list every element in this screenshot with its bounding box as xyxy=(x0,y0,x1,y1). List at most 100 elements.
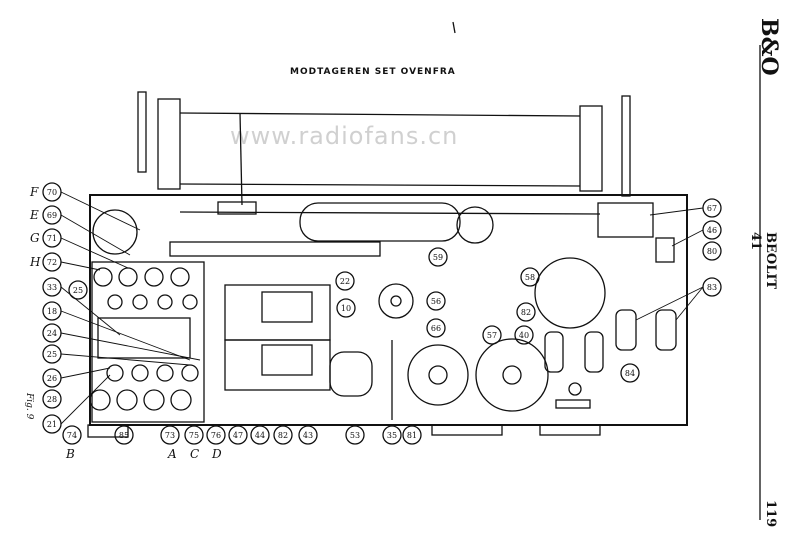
callout-82a: 82 xyxy=(273,425,293,445)
coil-row-second xyxy=(107,294,198,310)
svg-text:84: 84 xyxy=(625,369,635,378)
callout-82b: 82 xyxy=(516,302,536,322)
disc-57 xyxy=(475,338,549,412)
svg-text:53: 53 xyxy=(350,431,360,440)
coil-row-bottom xyxy=(89,389,192,411)
svg-text:24: 24 xyxy=(47,329,57,338)
label-C: C xyxy=(190,447,199,461)
transformer-core-lower xyxy=(261,344,313,376)
svg-text:25: 25 xyxy=(73,286,83,295)
svg-text:67: 67 xyxy=(707,204,717,213)
callout-35: 35 xyxy=(382,425,402,445)
svg-text:18: 18 xyxy=(47,307,57,316)
svg-text:81: 81 xyxy=(407,431,417,440)
callout-75: 75 xyxy=(184,425,204,445)
right-rod-housing xyxy=(579,105,603,192)
svg-text:58: 58 xyxy=(525,273,535,282)
antenna-lead xyxy=(239,112,243,206)
callout-59: 59 xyxy=(428,247,448,267)
svg-text:44: 44 xyxy=(255,431,265,440)
svg-text:35: 35 xyxy=(387,431,397,440)
callout-24: 24 xyxy=(42,323,62,343)
dial-cord xyxy=(179,211,601,215)
svg-text:56: 56 xyxy=(431,297,441,306)
page-title: MODTAGEREN SET OVENFRA xyxy=(290,67,456,77)
lug-84 xyxy=(584,331,604,373)
svg-text:72: 72 xyxy=(47,258,57,267)
svg-text:75: 75 xyxy=(189,431,199,440)
transformer-core-upper xyxy=(261,291,313,323)
watermark: www.radiofans.cn xyxy=(230,122,459,150)
bracket-67 xyxy=(597,202,654,238)
right-pulley xyxy=(456,206,494,244)
svg-text:82: 82 xyxy=(278,431,288,440)
bottom-strip-right xyxy=(539,424,601,436)
control-knob-56-hub xyxy=(390,295,402,307)
jack-80 xyxy=(655,237,675,263)
callout-71: 71 xyxy=(42,228,62,248)
svg-text:33: 33 xyxy=(47,283,57,292)
control-knob-56 xyxy=(378,283,414,319)
label-G: G xyxy=(30,231,40,245)
lug-82 xyxy=(544,331,564,373)
callout-43: 43 xyxy=(298,425,318,445)
tuning-drum xyxy=(299,202,461,242)
left-rod xyxy=(137,91,147,173)
callout-33: 33 xyxy=(42,277,62,297)
callout-40: 40 xyxy=(514,325,534,345)
tick-mark xyxy=(452,21,456,34)
svg-text:69: 69 xyxy=(47,211,57,220)
callout-47: 47 xyxy=(228,425,248,445)
svg-text:73: 73 xyxy=(165,431,175,440)
svg-text:59: 59 xyxy=(433,253,443,262)
coil-row-top xyxy=(93,267,190,287)
callout-66: 66 xyxy=(426,318,446,338)
left-pulley xyxy=(92,209,138,255)
svg-text:46: 46 xyxy=(707,226,717,235)
disc-66-hub xyxy=(428,365,448,385)
callout-44: 44 xyxy=(250,425,270,445)
gang-plates xyxy=(169,241,381,257)
callout-21: 21 xyxy=(42,414,62,434)
callout-57: 57 xyxy=(482,325,502,345)
lug-83a xyxy=(615,309,637,351)
svg-text:83: 83 xyxy=(707,283,717,292)
callout-70: 70 xyxy=(42,182,62,202)
label-B: B xyxy=(65,447,75,461)
svg-text:26: 26 xyxy=(47,374,57,383)
callout-25a: 25 xyxy=(68,280,88,300)
terminal-strip xyxy=(555,399,591,409)
svg-text:28: 28 xyxy=(47,395,57,404)
label-H: H xyxy=(29,255,41,269)
svg-text:22: 22 xyxy=(340,277,350,286)
label-E: E xyxy=(29,208,39,222)
svg-text:82: 82 xyxy=(521,308,531,317)
callout-69: 69 xyxy=(42,205,62,225)
label-A: A xyxy=(167,447,177,461)
callout-83: 83 xyxy=(702,277,722,297)
coil-row-third xyxy=(106,364,199,382)
svg-text:40: 40 xyxy=(519,331,529,340)
callout-10: 10 xyxy=(336,298,356,318)
small-socket xyxy=(568,382,582,396)
lug-83b xyxy=(655,309,677,351)
svg-text:10: 10 xyxy=(341,304,351,313)
disc-66 xyxy=(407,344,469,406)
svg-text:66: 66 xyxy=(431,324,441,333)
callout-58: 58 xyxy=(520,267,540,287)
svg-text:85: 85 xyxy=(119,431,129,440)
svg-text:47: 47 xyxy=(233,431,243,440)
coil-block xyxy=(91,261,205,423)
svg-text:70: 70 xyxy=(47,188,57,197)
ferrite-bottom-edge xyxy=(179,183,581,187)
bottom-clip-85 xyxy=(87,424,129,438)
callout-53: 53 xyxy=(345,425,365,445)
transformer-lower xyxy=(224,339,331,391)
speaker-58 xyxy=(534,257,606,329)
transformer-upper xyxy=(224,284,331,341)
svg-text:57: 57 xyxy=(487,331,497,340)
chassis-outline xyxy=(89,194,688,426)
callout-72: 72 xyxy=(42,252,62,272)
callout-56: 56 xyxy=(426,291,446,311)
callout-74: 74 xyxy=(62,425,82,445)
